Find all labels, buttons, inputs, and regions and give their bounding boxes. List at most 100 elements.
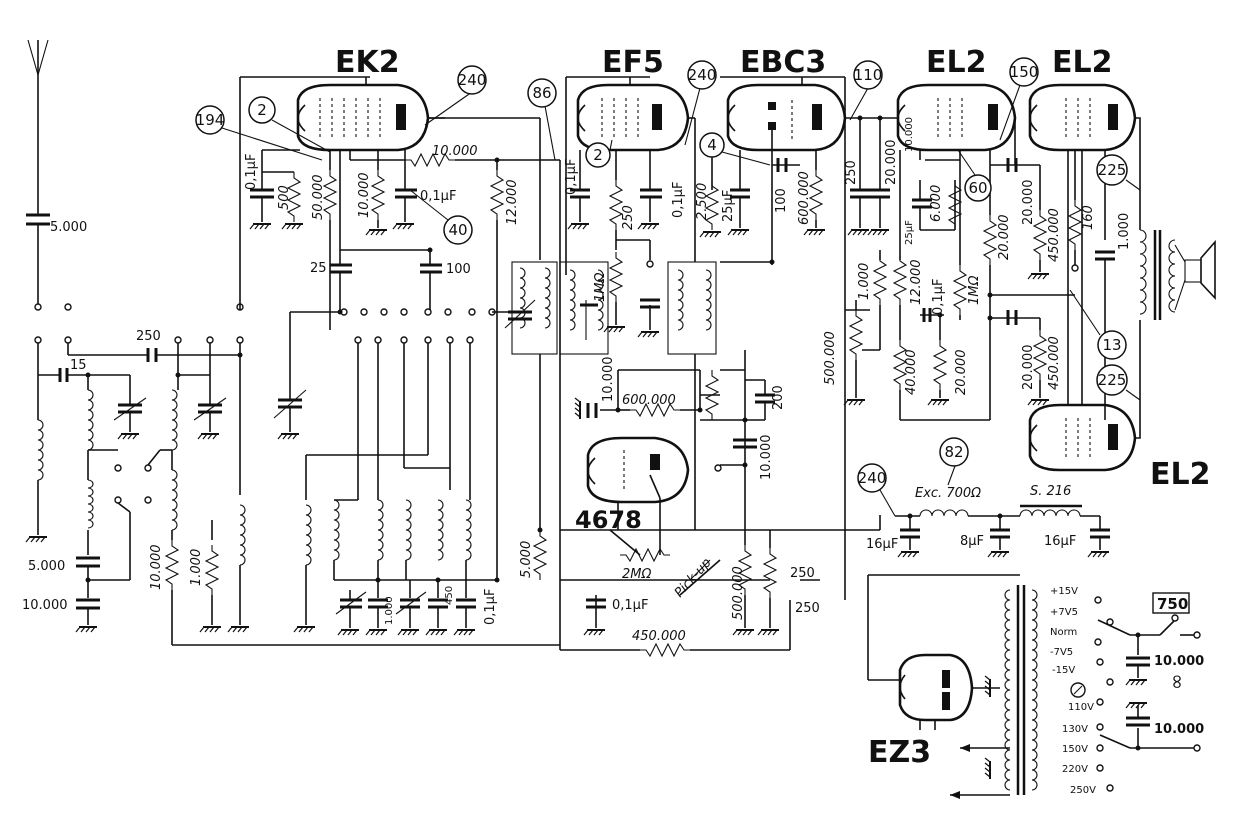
el-cap-250-label: 250	[844, 160, 859, 185]
if-transformer-1	[504, 261, 558, 581]
ac-symbol: ∞	[1164, 673, 1188, 690]
ek2-cap-01b-label: 0,1µF	[420, 189, 456, 204]
cap-5000-label: 5.000	[28, 559, 65, 574]
det-res-600k-label: 600.000	[622, 393, 676, 408]
ps-cap-1-label: 10.000	[1154, 654, 1204, 669]
det-cap-10000b-label: 10.000	[759, 435, 774, 481]
el-res-40000-label: 40.000	[904, 350, 919, 396]
svg-text:240: 240	[458, 71, 487, 89]
el-res-1m-label: 1MΩ	[967, 276, 982, 305]
res-10000-ant-label: 10.000	[149, 545, 164, 591]
callout-2-ek2: 2	[248, 96, 331, 153]
exc-label: Exc. 700Ω	[915, 486, 981, 501]
callout-225-a: 225	[1096, 154, 1141, 191]
ps-tap-15p: +15V	[1050, 586, 1078, 597]
det-cap-200-label: 200	[771, 385, 786, 410]
ef5-tube	[565, 76, 690, 275]
cap-01-bottom-label: 0,1µF	[612, 598, 648, 613]
ek2-cap-01-label: 0,1µF	[244, 154, 259, 190]
ef5-title: EF5	[602, 45, 664, 80]
antenna-input-circuit	[25, 76, 370, 645]
callout-4: 4	[699, 132, 771, 166]
el2-tube-1	[896, 83, 1017, 152]
ps-tap-130: 130V	[1062, 724, 1088, 735]
ebc3-cap-25-label: 25µF	[721, 190, 736, 222]
ek2-bias-network	[249, 117, 560, 580]
svg-text:240: 240	[858, 469, 887, 487]
ps-cap-2-label: 10.000	[1154, 722, 1204, 737]
svg-text:194: 194	[196, 111, 225, 129]
ek2-res-10000h-label: 10.000	[432, 144, 478, 159]
res-450k-bottom-label: 450.000	[632, 629, 686, 644]
ek2-res-12000-label: 12.000	[505, 180, 520, 226]
el-res-160-label: 160	[1081, 205, 1096, 230]
cap-250-label: 250	[136, 329, 161, 344]
el-res-450kb-label: 450.000	[1047, 336, 1062, 390]
osc-cap-1000-label: 1.000	[384, 596, 395, 625]
callout-110: 110	[849, 60, 883, 121]
svg-text:86: 86	[532, 84, 551, 102]
svg-text:225: 225	[1098, 371, 1127, 389]
cap-25-label: 25	[310, 261, 327, 276]
el2-title-3: EL2	[1150, 457, 1210, 492]
junction-dots	[85, 115, 1141, 751]
el2-tube-3	[1028, 403, 1137, 472]
ek2-res-50000-label: 50.000	[311, 175, 326, 221]
el-res-20000b-label: 20.000	[997, 215, 1012, 261]
ef5-bias-network	[559, 117, 696, 650]
osc-cap-450-label: 450	[444, 586, 455, 605]
el2-title-2: EL2	[1052, 45, 1112, 80]
reference-750: 750	[1157, 595, 1188, 613]
volume-control	[172, 529, 880, 657]
tone-250a-label: 250	[790, 566, 815, 581]
el-res-1000-label: 1.000	[857, 263, 872, 300]
cap-15-label: 15	[70, 358, 87, 373]
res-1000-ant-label: 1.000	[189, 549, 204, 586]
callout-240-psu: 240	[857, 463, 896, 517]
antenna-capacitor-label: 5.000	[50, 220, 87, 235]
vol-500k-label: 500.000	[731, 566, 746, 620]
callout-240-ef5: 240	[684, 60, 717, 146]
el-res-20000d-label: 20.000	[1021, 180, 1036, 226]
svg-text:13: 13	[1102, 336, 1121, 354]
cap-16a-label: 16µF	[866, 537, 898, 552]
ef5-res-1m-label: 1MΩ	[593, 273, 608, 302]
callout-2-ef5: 2	[585, 139, 613, 168]
callout-13: 13	[1069, 289, 1127, 360]
filter-circuit	[879, 504, 1110, 558]
pickup-label: Pick-up	[672, 555, 715, 600]
callout-225-b: 225	[1096, 364, 1141, 401]
ps-tap-150: 150V	[1062, 744, 1088, 755]
antenna	[26, 39, 72, 311]
callout-40: 40	[409, 189, 473, 245]
callout-194: 194	[195, 105, 323, 161]
ef5-res-250-label: 250	[621, 205, 636, 230]
el-res-6000-label: 6.000	[929, 185, 944, 222]
ek2-tube	[296, 77, 430, 152]
el2-tube-2	[1028, 83, 1137, 152]
svg-text:2: 2	[257, 101, 267, 119]
svg-text:82: 82	[944, 443, 963, 461]
tone-250b-label: 250	[795, 601, 820, 616]
ebc3-title: EBC3	[740, 45, 826, 80]
s216-label: S. 216	[1030, 484, 1071, 499]
cap-8-label: 8µF	[960, 534, 984, 549]
output-stage	[1067, 117, 1216, 439]
callout-82: 82	[939, 437, 969, 486]
el-res-20000c-label: 20.000	[954, 350, 969, 396]
ef5-cap-01a-label: 0,1µF	[564, 159, 579, 195]
svg-text:40: 40	[448, 221, 467, 239]
svg-text:150: 150	[1010, 63, 1039, 81]
el-res-20000a-label: 20.000	[884, 140, 899, 186]
ps-tap-220: 220V	[1062, 764, 1088, 775]
el-cap-1000-label: 1.000	[1117, 213, 1132, 250]
el2-title-1: EL2	[926, 45, 986, 80]
callout-150: 150	[999, 57, 1039, 141]
el-res-12000-label: 12.000	[909, 260, 924, 306]
cap-16b-label: 16µF	[1044, 534, 1076, 549]
ef5-cap-01b-label: 0,1µF	[671, 182, 686, 218]
ps-tap-15m: -15V	[1052, 665, 1075, 676]
svg-text:240: 240	[688, 66, 717, 84]
reference-750-box	[1152, 592, 1190, 614]
